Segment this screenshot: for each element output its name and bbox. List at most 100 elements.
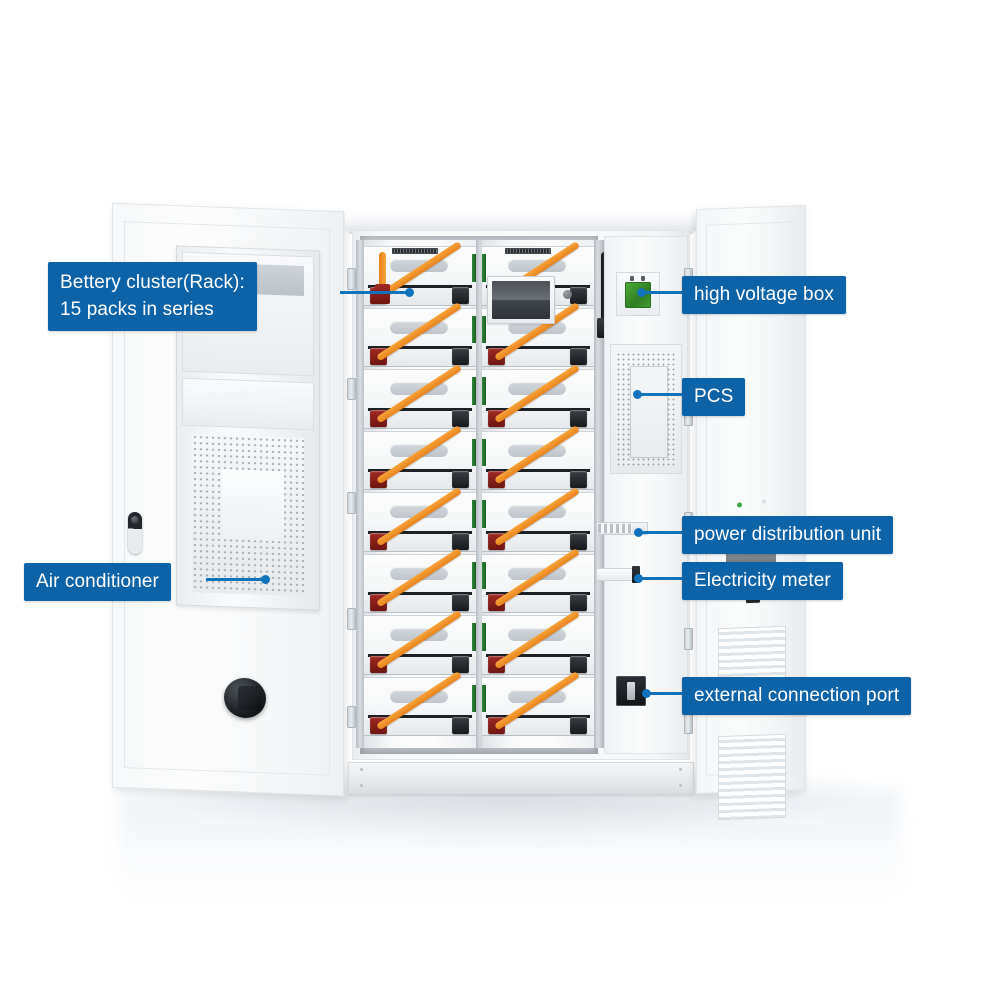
leader-line-electricity-meter [637, 577, 703, 580]
battery-busbar [368, 284, 472, 288]
battery-busbar [368, 346, 472, 349]
battery-pack[interactable] [364, 615, 476, 675]
callout-air-conditioner[interactable]: Air conditioner [24, 563, 171, 601]
battery-busbar [486, 346, 590, 349]
battery-pack[interactable] [482, 369, 594, 429]
rack-rail-left [356, 240, 366, 748]
battery-negative-terminal [452, 532, 469, 550]
external-connection-port[interactable] [616, 676, 646, 706]
callout-power-distribution-unit[interactable]: power distribution unit [682, 516, 894, 554]
battery-rack-right[interactable] [482, 240, 594, 748]
air-conditioner-grille [192, 433, 304, 597]
hinge-left-4 [347, 608, 356, 630]
hinge-right-5 [684, 712, 693, 734]
battery-busbar [368, 469, 472, 472]
leader-line-high-voltage-box [640, 291, 704, 294]
callout-electricity-meter[interactable]: Electricity meter [682, 562, 843, 600]
battery-negative-terminal [570, 286, 587, 304]
battery-negative-terminal [570, 594, 587, 611]
air-conditioner-fan-plate [222, 469, 284, 542]
battery-negative-terminal [570, 655, 587, 673]
cabinet-base-plinth [348, 762, 694, 794]
rotary-knob-icon[interactable] [563, 290, 572, 299]
hmi-screen [492, 281, 550, 319]
battery-negative-terminal [452, 717, 469, 734]
leader-dot-pcs [633, 390, 642, 399]
leader-line-pcs [636, 393, 702, 396]
hinge-right-4 [684, 628, 693, 650]
battery-pack[interactable] [364, 369, 476, 429]
plinth-screw-2 [360, 784, 363, 787]
battery-negative-terminal [452, 471, 469, 488]
battery-negative-terminal [452, 348, 469, 365]
battery-busbar [368, 407, 472, 411]
utility-bay [604, 236, 688, 754]
callout-pcs[interactable]: PCS [682, 378, 746, 416]
bms-comm-strip [482, 623, 486, 651]
bms-comm-strip [472, 500, 476, 528]
leader-line-power-distribution-unit [637, 531, 703, 534]
bms-comm-strip [482, 315, 486, 344]
leader-dot-external-connection-port [642, 689, 651, 698]
bms-comm-strip [482, 377, 486, 405]
electricity-meter[interactable] [596, 566, 640, 583]
leader-line-external-connection-port [645, 692, 703, 695]
battery-negative-terminal [570, 348, 587, 365]
hv-terminal-pin-left [630, 276, 634, 281]
bms-comm-strip [482, 561, 486, 590]
bms-comm-strip [472, 315, 476, 344]
callout-battery-cluster[interactable]: Bettery cluster(Rack): 15 packs in serie… [48, 262, 257, 331]
battery-negative-terminal [570, 409, 587, 427]
bms-comm-strip [472, 377, 476, 405]
battery-negative-terminal [570, 471, 587, 488]
hinge-left-2 [347, 378, 356, 400]
pcs-access-panel[interactable] [630, 366, 668, 458]
battery-busbar [368, 592, 472, 595]
callout-external-connection-port[interactable]: external connection port [682, 677, 912, 715]
leader-dot-air-conditioner [261, 575, 270, 584]
battery-busbar [368, 653, 472, 657]
battery-busbar [486, 530, 590, 534]
plinth-screw-4 [679, 784, 682, 787]
bms-comm-strip [472, 684, 476, 713]
positive-riser-terminal [375, 284, 390, 304]
right-door-louver-lower [718, 733, 786, 821]
bms-comm-strip [472, 561, 476, 590]
leader-dot-battery-cluster [405, 288, 414, 297]
battery-busbar [486, 407, 590, 411]
battery-pack[interactable] [482, 676, 594, 736]
leader-line-air-conditioner [206, 578, 268, 581]
bms-comm-strip [482, 438, 486, 467]
battery-busbar [486, 653, 590, 657]
bms-comm-strip [472, 438, 476, 467]
air-conditioner-control-bar[interactable] [182, 377, 314, 431]
battery-rack-left[interactable] [364, 240, 476, 748]
plinth-screw-3 [679, 768, 682, 771]
battery-negative-terminal [570, 532, 587, 550]
rack-vent-slot-left [392, 248, 438, 254]
hmi-display[interactable] [487, 276, 555, 324]
battery-negative-terminal [570, 717, 587, 734]
positive-riser-cable [379, 252, 386, 286]
leader-dot-power-distribution-unit [634, 528, 643, 537]
plinth-screw-1 [360, 768, 363, 771]
bms-comm-strip [482, 684, 486, 713]
leader-dot-electricity-meter [634, 574, 643, 583]
hinge-left-3 [347, 492, 356, 514]
door-handle[interactable] [224, 677, 266, 719]
callout-high-voltage-box[interactable]: high voltage box [682, 276, 846, 314]
cabinet-top-cover [345, 212, 697, 234]
door-lock-icon[interactable] [128, 511, 142, 555]
pcs-unit[interactable] [610, 344, 682, 474]
battery-negative-terminal [452, 594, 469, 611]
rack-rail-middle [476, 240, 486, 748]
bms-comm-strip [472, 623, 476, 651]
callout-battery-cluster-line2: 15 packs in series [60, 299, 214, 320]
battery-negative-terminal [452, 409, 469, 427]
battery-busbar [368, 715, 472, 718]
bms-comm-strip [472, 254, 476, 282]
battery-busbar [486, 592, 590, 595]
bms-comm-strip [482, 500, 486, 528]
hinge-left-1 [347, 268, 356, 290]
